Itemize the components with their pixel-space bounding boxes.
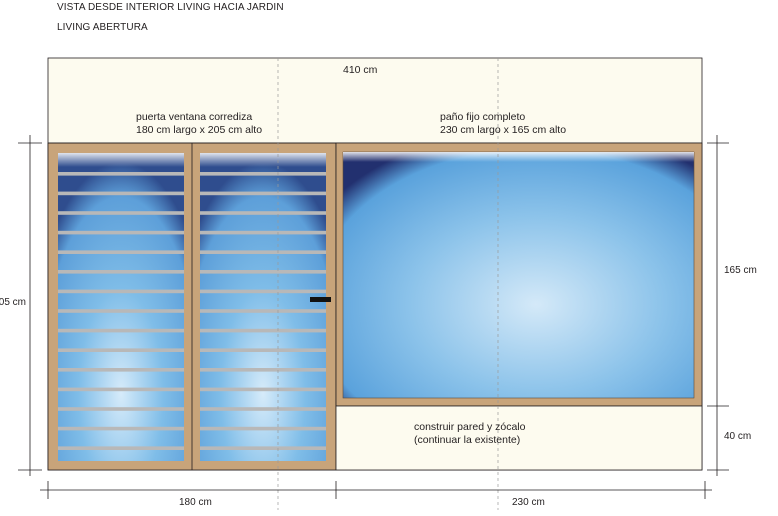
door-slat: [200, 387, 326, 392]
drawing-subtitle: LIVING ABERTURA: [57, 22, 148, 33]
door-slat: [58, 211, 184, 215]
door-slat: [58, 348, 184, 352]
door-slat: [200, 172, 326, 176]
dim-bottom-left: 180 cm: [179, 497, 212, 508]
door-leaf-left-glass: [58, 153, 184, 461]
wall-title-label: construir pared y zócalo: [414, 421, 526, 433]
dim-bottom-right: 230 cm: [512, 497, 545, 508]
door-slat: [58, 328, 184, 333]
door-slat: [200, 446, 326, 450]
drawing-title: VISTA DESDE INTERIOR LIVING HACIA JARDIN: [57, 2, 284, 13]
dim-right-lower: 40 cm: [724, 431, 752, 442]
wall-note-label: (continuar la existente): [414, 434, 521, 446]
door-slat: [58, 191, 184, 196]
door-slat: [200, 250, 326, 254]
door-slat: [200, 191, 326, 196]
door-size-label: 180 cm largo x 205 cm alto: [136, 124, 263, 136]
door-handle: [310, 297, 331, 302]
door-slats: [58, 172, 326, 450]
door-slat: [200, 270, 326, 274]
door-slat: [200, 230, 326, 235]
door-leaf-right-glass: [200, 153, 326, 461]
dim-left-height: 205 cm: [0, 297, 26, 308]
door-title-label: puerta ventana corrediza: [136, 111, 253, 123]
fixed-pane-title-label: paño fijo completo: [440, 111, 526, 123]
door-slat: [58, 309, 184, 313]
door-slat: [58, 387, 184, 392]
fixed-pane-size-label: 230 cm largo x 165 cm alto: [440, 124, 567, 136]
door-slat: [200, 348, 326, 352]
door-slat: [200, 211, 326, 215]
door-slat: [58, 289, 184, 294]
door-slat: [200, 328, 326, 333]
door-slat: [58, 426, 184, 431]
door-slat: [58, 407, 184, 411]
door-slat: [58, 270, 184, 274]
door-slat: [58, 230, 184, 235]
fixed-pane-glass: [342, 151, 695, 399]
door-slat: [200, 289, 326, 294]
dim-line-right: [707, 135, 729, 476]
total-width-label: 410 cm: [343, 64, 378, 76]
door-slat: [58, 250, 184, 254]
dim-right-upper: 165 cm: [724, 265, 757, 276]
dim-line-left: [18, 135, 42, 476]
lower-wall-zone: [335, 405, 703, 471]
door-slat: [58, 368, 184, 372]
door-slat: [58, 446, 184, 450]
door-slat: [200, 426, 326, 431]
door-slat: [200, 407, 326, 411]
dim-line-bottom: [40, 481, 712, 499]
door-slat: [200, 368, 326, 372]
door-slat: [200, 309, 326, 313]
door-slat: [58, 172, 184, 176]
